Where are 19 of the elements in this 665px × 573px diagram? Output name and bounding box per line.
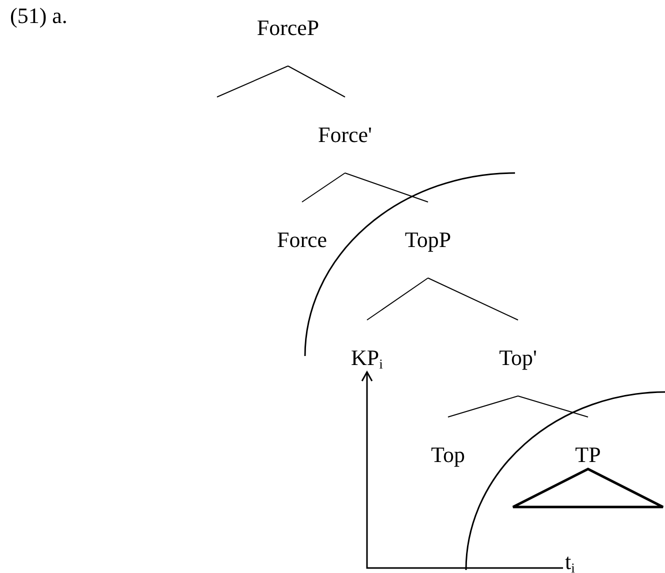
tree-branch bbox=[302, 172, 346, 202]
tree-branch bbox=[216, 66, 288, 98]
tree-node-label: Force bbox=[276, 228, 328, 252]
tree-branch bbox=[288, 66, 346, 98]
tree-node-label: t$_{i}$ bbox=[565, 550, 575, 573]
tree-node-label: Force' bbox=[318, 123, 372, 147]
tree-branch bbox=[448, 396, 518, 418]
tree-node-label: Top bbox=[431, 443, 465, 467]
tree-node-label: ForceP bbox=[256, 16, 320, 40]
tree-node-label: TopP bbox=[404, 228, 452, 252]
movement-arrow bbox=[361, 371, 564, 569]
tree-branch bbox=[428, 278, 518, 320]
tree-branch bbox=[344, 172, 428, 202]
tree-node-label: Top' bbox=[499, 346, 537, 370]
tree-node-label: KP$_{i}$ bbox=[351, 346, 383, 370]
tree-branch bbox=[518, 396, 588, 418]
example-number: (51) a. bbox=[10, 4, 68, 28]
tree-node-label: TP bbox=[574, 443, 602, 467]
tree-branch bbox=[366, 278, 428, 320]
